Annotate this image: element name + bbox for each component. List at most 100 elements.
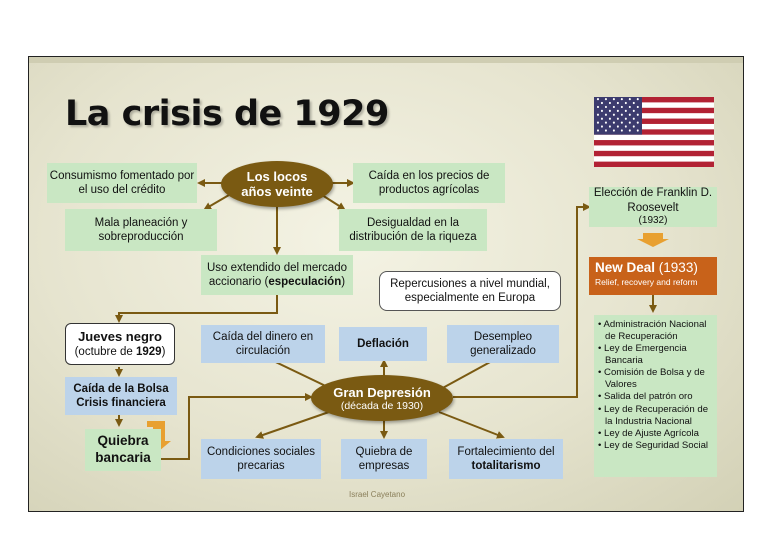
roosevelt-text: Elección de Franklin D. Roosevelt	[593, 187, 713, 214]
consumismo-box: Consumismo fomentado por el uso del créd…	[47, 163, 197, 203]
flag-star	[608, 125, 611, 128]
flag-star	[632, 117, 635, 120]
quiebra-line2: bancaria	[95, 450, 151, 465]
us-flag-icon	[594, 97, 714, 167]
jueves-negro-title: Jueves negro	[78, 328, 162, 344]
new-deal-list: • Administración Nacional de Recuperació…	[594, 315, 717, 477]
list-item-text: Ley de Emergencia Bancaria	[604, 343, 687, 367]
new-deal-box: New Deal (1933) Relief, recovery and ref…	[589, 257, 717, 295]
flag-star	[620, 105, 623, 109]
flag-star	[596, 129, 599, 132]
deflacion-box: Deflación	[339, 327, 427, 361]
list-item: • Administración Nacional de Recuperació…	[598, 319, 707, 343]
flag-star	[620, 97, 623, 101]
flag-star	[636, 129, 639, 132]
new-deal-title: New Deal	[595, 260, 656, 275]
list-item: • Comisión de Bolsa y de Valores	[598, 367, 705, 391]
especulacion-box: Uso extendido del mercado accionario (es…	[201, 255, 353, 295]
flag-star	[616, 125, 619, 128]
flag-star	[624, 117, 627, 120]
mala-planeacion-box: Mala planeación y sobreproducción	[65, 209, 217, 251]
especulacion-prefix: Uso extendido del mercado accionario (	[207, 261, 347, 288]
flag-star	[624, 109, 627, 112]
desigualdad-box: Desigualdad en la distribución de la riq…	[339, 209, 487, 251]
jueves-negro-suffix: )	[161, 345, 166, 358]
top-band	[29, 57, 743, 63]
list-item-text: Salida del patrón oro	[604, 391, 693, 403]
flag-star	[600, 117, 603, 120]
caida-dinero-box: Caída del dinero en circulación	[201, 325, 325, 363]
flag-star	[604, 97, 607, 101]
totalitarismo-prefix: Fortalecimiento del	[457, 445, 555, 458]
list-item: • Ley de Seguridad Social	[598, 439, 709, 451]
flag-star	[596, 121, 599, 124]
flag-star	[604, 105, 607, 109]
repercusiones-box: Repercusiones a nivel mundial, especialm…	[379, 271, 561, 311]
flag-star	[632, 101, 635, 105]
list-item: • Ley de Emergencia Bancaria	[598, 343, 687, 367]
flag-star	[596, 97, 599, 101]
jueves-negro-prefix: (octubre de	[74, 345, 136, 358]
flag-star	[620, 129, 623, 132]
flag-star	[624, 125, 627, 128]
slide-title: La crisis de 1929	[65, 94, 389, 134]
author-credit: Israel Cayetano	[349, 490, 406, 499]
new-deal-subtitle: Relief, recovery and reform	[595, 277, 698, 287]
caida-bolsa-line2: Crisis financiera	[76, 397, 166, 409]
flag-star	[636, 113, 639, 116]
flag-star	[632, 125, 635, 128]
caida-bolsa-line1: Caída de la Bolsa	[73, 382, 169, 395]
gran-depresion-title: Gran Depresión	[333, 384, 431, 400]
flag-star	[604, 129, 607, 132]
flag-star	[612, 97, 615, 101]
list-item-text: Ley de Recuperación de la Industria Naci…	[604, 403, 709, 427]
flag-star	[612, 113, 615, 116]
flag-star	[636, 121, 639, 124]
flag-star	[628, 97, 631, 101]
flag-star	[636, 97, 639, 101]
list-item: • Ley de Ajuste Agrícola	[598, 427, 699, 439]
slide: La crisis de 1929	[28, 56, 744, 512]
new-deal-year: (1933)	[658, 260, 698, 275]
flag-star	[628, 129, 631, 132]
list-item-text: Ley de Seguridad Social	[604, 439, 709, 451]
list-item-text: Administración Nacional de Recuperación	[603, 319, 707, 343]
flag-star	[616, 117, 619, 120]
flag-star	[628, 113, 631, 116]
quiebra-bancaria-box: Quiebra bancaria	[85, 429, 161, 471]
totalitarismo-box: Fortalecimiento del totalitarismo	[449, 439, 563, 479]
roosevelt-year: (1932)	[638, 215, 668, 227]
flag-star	[596, 113, 599, 116]
roosevelt-box: Elección de Franklin D. Roosevelt (1932)	[589, 187, 717, 227]
gran-depresion-oval: Gran Depresión (década de 1930)	[311, 375, 453, 421]
oval-line1: Los locos	[246, 169, 308, 184]
flag-star	[596, 105, 599, 109]
flag-star	[600, 101, 603, 105]
list-item: • Ley de Recuperación de la Industria Na…	[598, 403, 709, 427]
down-arrow-icon	[637, 233, 669, 247]
list-item: • Salida del patrón oro	[598, 391, 693, 403]
quiebra-line1: Quiebra	[97, 433, 149, 449]
caida-precios-box: Caída en los precios de productos agríco…	[353, 163, 505, 203]
los-locos-anos-veinte-oval: Los locos años veinte	[221, 161, 333, 207]
flag-star	[612, 105, 615, 109]
flag-star	[632, 109, 635, 112]
gran-depresion-subtitle: (década de 1930)	[340, 399, 424, 412]
flag-star	[628, 121, 631, 124]
flag-star	[620, 113, 623, 116]
flag-star	[612, 121, 615, 124]
totalitarismo-bold: totalitarismo	[471, 460, 541, 472]
flag-star	[600, 109, 603, 112]
flag-star	[608, 109, 611, 112]
desempleo-box: Desempleo generalizado	[447, 325, 559, 363]
especulacion-suffix: )	[341, 276, 346, 288]
flag-star	[600, 125, 603, 128]
list-item-text: Comisión de Bolsa y de Valores	[604, 367, 705, 391]
flag-star	[620, 121, 623, 124]
flag-star	[608, 101, 611, 105]
especulacion-bold: especulación	[268, 276, 342, 288]
quiebra-empresas-box: Quiebra de empresas	[341, 439, 427, 479]
flag-star	[616, 101, 619, 105]
caida-bolsa-box: Caída de la Bolsa Crisis financiera	[65, 377, 177, 415]
flag-star	[612, 129, 615, 132]
